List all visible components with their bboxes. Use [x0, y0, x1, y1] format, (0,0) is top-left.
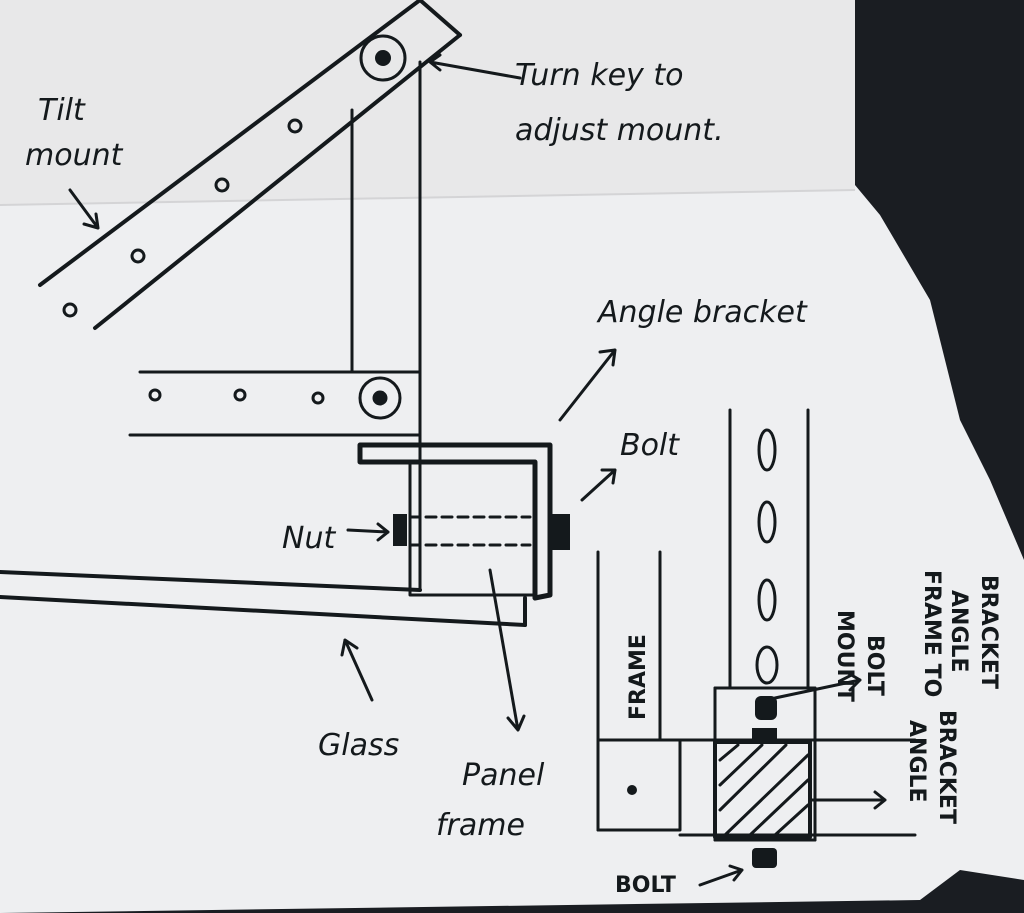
- paper-fold: [0, 189, 856, 206]
- support-lines: [350, 60, 422, 592]
- label-panel-1: Panel: [462, 758, 545, 793]
- label-bolt: Bolt: [620, 428, 680, 463]
- flower-key-icon-top: [359, 34, 407, 82]
- label-tilt-2: mount: [25, 138, 124, 173]
- label-angle-bracket-side-2: BRACKET: [934, 710, 959, 824]
- panel-frame: [408, 460, 537, 597]
- bolt-nut-upper: [752, 728, 777, 740]
- label-bolt-frame-4: BRACKET: [976, 575, 1001, 689]
- nut: [393, 514, 407, 546]
- glass: [0, 570, 527, 627]
- label-turn-key-1: Turn key to: [515, 58, 683, 93]
- label-bolt-frame-1: BOLT: [862, 635, 887, 696]
- upper-paper: [0, 0, 855, 205]
- label-bolt-bottom: BOLT: [615, 873, 676, 898]
- label-mount: MOUNT: [832, 610, 857, 702]
- label-bolt-frame-3: ANGLE: [946, 590, 971, 673]
- lower-paper: [0, 185, 1024, 913]
- frame-hole: [627, 785, 637, 795]
- arrows: [68, 53, 887, 887]
- tilt-mount: [38, 0, 462, 330]
- label-turn-key-2: adjust mount.: [515, 113, 724, 148]
- bolt-head-lower: [752, 848, 777, 868]
- label-bolt-frame-2: FRAME TO: [919, 570, 944, 697]
- label-angle-bracket-side-1: ANGLE: [904, 720, 929, 803]
- label-frame: FRAME: [626, 634, 651, 720]
- label-tilt-1: Tilt: [38, 93, 86, 128]
- label-glass: Glass: [318, 728, 399, 763]
- rail: [128, 370, 422, 437]
- label-nut: Nut: [282, 521, 336, 556]
- bolt-head-upper: [755, 696, 777, 720]
- label-panel-2: frame: [436, 808, 525, 843]
- label-angle-bracket: Angle bracket: [596, 295, 808, 330]
- bolt: [550, 514, 570, 550]
